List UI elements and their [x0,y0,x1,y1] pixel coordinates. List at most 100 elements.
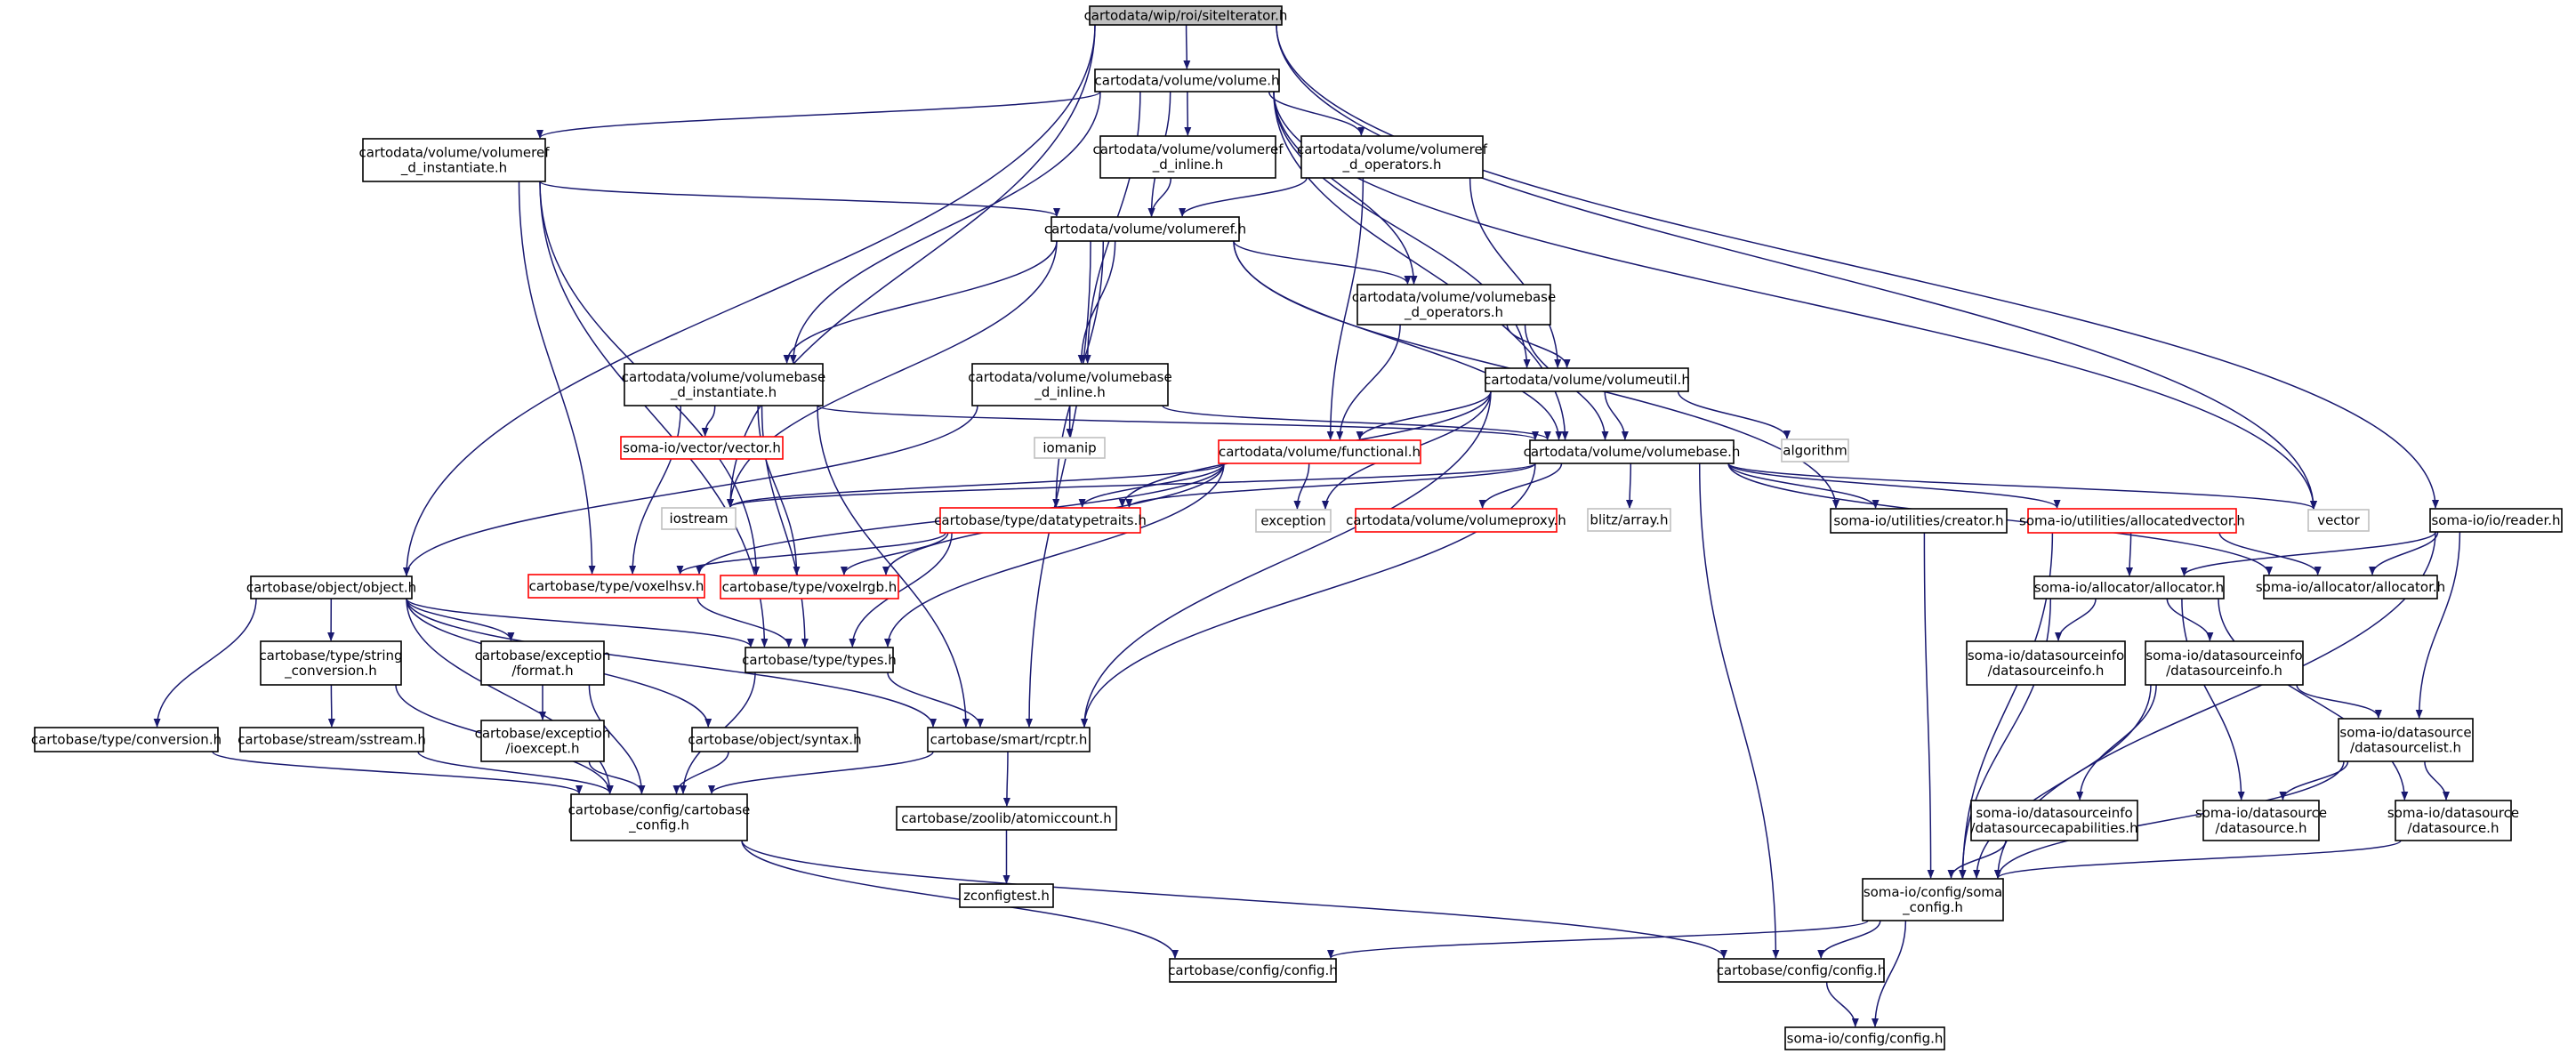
node-box [1099,135,1276,179]
node-label: blitz/array.h [1590,512,1668,528]
node-object[interactable]: cartobase/object/object.h [246,575,416,599]
edge-dsi_capabilities-to-soma_config [1947,840,2007,879]
node-volumeref-d-operators[interactable]: cartodata/volume/volumeref_d_operators.h [1297,135,1488,179]
node-box [2395,800,2512,841]
node-label: soma-io/utilities/creator.h [1833,513,2003,529]
edge-line [727,463,1536,508]
edge-line [1923,532,1935,879]
node-volumeproxy[interactable]: cartodata/volume/volumeproxy.h [1346,508,1566,533]
edge-volumebase_d_instantiate-to-voxelhsv [629,405,682,575]
node-allocator-h2[interactable]: soma-io/allocator/allocator.h [2256,575,2445,599]
node-label: /ioexcept.h [505,741,579,757]
edge-line [783,240,1058,364]
node-soma-config-h[interactable]: soma-io/config/config.h [1784,1026,1945,1050]
edge-volumeutil-to-rcptr [1081,390,1492,728]
node-zconfigtest[interactable]: zconfigtest.h [959,883,1054,908]
node-volumeref-d-instantiate[interactable]: cartodata/volume/volumeref_d_instantiate… [358,138,550,182]
node-label: cartobase/type/conversion.h [31,732,221,748]
node-creator[interactable]: soma-io/utilities/creator.h [1830,508,2008,534]
edge-soma_config-to-soma_config_h [1872,920,1907,1027]
node-types[interactable]: cartobase/type/types.h [742,647,897,673]
node-rcptr[interactable]: cartobase/smart/rcptr.h [927,727,1091,752]
edge-line [672,751,729,794]
node-box [1255,509,1332,533]
node-iomanip[interactable]: iomanip [1034,437,1106,459]
node-volumeref-d-inline[interactable]: cartodata/volume/volumeref_d_inline.h [1092,135,1284,179]
edge-volumeref_d_operators-to-functional [1326,177,1364,440]
edge-allocator_h1-to-dsi_info2 [2166,598,2214,641]
edge-line [1233,240,1563,440]
node-blitz-array[interactable]: blitz/array.h [1587,508,1671,532]
edge-line [1026,240,1091,728]
node-volumebase[interactable]: cartodata/volume/volumebase.h [1524,439,1741,464]
edge-volumebase_d_inline-to-volumebase [1162,405,1551,440]
node-functional[interactable]: cartodata/volume/functional.h [1218,439,1421,464]
edge-line [403,405,978,576]
node-ioexcept[interactable]: cartobase/exception/ioexcept.h [475,720,611,762]
node-reader[interactable]: soma-io/io/reader.h [2429,508,2563,533]
node-soma-config[interactable]: soma-io/config/soma_config.h [1862,878,2004,921]
node-datasource1[interactable]: soma-io/datasource/datasource.h [2195,800,2327,841]
node-volumebase-d-instantiate[interactable]: cartodata/volume/volumebase_d_instantiat… [622,363,825,406]
node-cartobase-config[interactable]: cartobase/config/cartobase_config.h [568,793,751,841]
node-allocator-h1[interactable]: soma-io/allocator/allocator.h [2033,575,2225,599]
node-conversion[interactable]: cartobase/type/conversion.h [31,727,221,752]
node-dsi-info2[interactable]: soma-io/datasourceinfo/datasourceinfo.h [2145,640,2304,686]
node-datasourcelist[interactable]: soma-io/datasource/datasourcelist.h [2338,718,2474,762]
node-cb-config1[interactable]: cartobase/config/config.h [1168,958,1338,983]
edge-dsi_info2-to-dsi_capabilities [2076,684,2157,801]
edge-line [212,751,583,794]
node-datatypetraits[interactable]: cartobase/type/datatypetraits.h [934,507,1147,534]
node-vector[interactable]: vector [2307,509,2370,532]
node-datasource2[interactable]: soma-io/datasource/datasource.h [2387,800,2519,841]
edge-line [2369,531,2439,575]
edge-line [588,760,646,794]
node-volumebase-d-inline[interactable]: cartodata/volume/volumebase_d_inline.h [968,363,1172,406]
node-siteiterator[interactable]: cartodata/wip/roi/siteIterator.h [1084,5,1288,26]
node-label: cartodata/volume/volume.h [1095,73,1280,89]
node-voxelrgb[interactable]: cartobase/type/voxelrgb.h [720,575,899,599]
node-box [624,363,824,406]
node-label: _d_operators.h [1404,304,1503,321]
node-exception[interactable]: exception [1255,509,1332,533]
node-volume[interactable]: cartodata/volume/volume.h [1094,68,1280,93]
node-cb-config2[interactable]: cartobase/config/config.h [1717,958,1887,983]
edge-line [1727,463,2317,510]
node-volumeref[interactable]: cartodata/volume/volumeref.h [1044,216,1246,242]
edge-line [403,24,1096,576]
edge-volumeref_d_operators-to-volumeref [1179,177,1308,217]
node-iostream[interactable]: iostream [661,507,737,530]
edge-allocator_h1-to-datasource1 [2181,598,2245,801]
node-label: soma-io/datasource [2387,805,2519,821]
edge-functional-to-iostream [727,463,1225,508]
node-box [1218,439,1421,464]
edge-volume-to-volumebase_d_instantiate [789,91,1101,364]
edge-object-to-exception_format [406,598,515,641]
edge-volume-to-volumebase_d_operators [1273,91,1418,285]
node-soma-vector[interactable]: soma-io/vector/vector.h [620,436,784,460]
node-atomiccount[interactable]: cartobase/zoolib/atomiccount.h [896,806,1117,831]
edge-volumeref_d_instantiate-to-types [539,181,769,648]
edge-object-to-types [406,598,754,648]
node-algorithm[interactable]: algorithm [1781,438,1849,463]
edge-sstream-to-cartobase_config [417,751,614,794]
node-dsi-capabilities[interactable]: soma-io/datasourceinfo/datasourcecapabil… [1970,800,2138,841]
node-label: /datasourcelist.h [2350,740,2461,756]
edge-line [1973,684,2152,879]
edge-line [2166,598,2214,641]
node-allocatedvector[interactable]: soma-io/utilities/allocatedvector.h [2019,508,2245,534]
node-exception-format[interactable]: cartobase/exception/format.h [475,640,611,686]
node-syntax[interactable]: cartobase/object/syntax.h [688,727,862,752]
edge-volumebase_d_instantiate-to-volumebase [817,405,1539,440]
edge-line [417,751,614,794]
node-dsi-info1[interactable]: soma-io/datasourceinfo/datasourceinfo.h [1966,640,2126,686]
node-voxelhsv[interactable]: cartobase/type/voxelhsv.h [527,574,705,599]
edge-types-to-rcptr [887,672,984,728]
edge-volumebase-to-creator [1727,463,1880,509]
node-string-conversion[interactable]: cartobase/type/string_conversion.h [259,640,403,686]
node-volumeutil[interactable]: cartodata/volume/volumeutil.h [1484,367,1690,392]
edge-line [2218,598,2409,801]
node-sstream[interactable]: cartobase/stream/sstream.h [237,727,426,752]
node-volumebase-d-operators[interactable]: cartodata/volume/volumebase_d_operators.… [1352,284,1556,326]
edge-volumeutil-to-functional [1356,390,1492,440]
